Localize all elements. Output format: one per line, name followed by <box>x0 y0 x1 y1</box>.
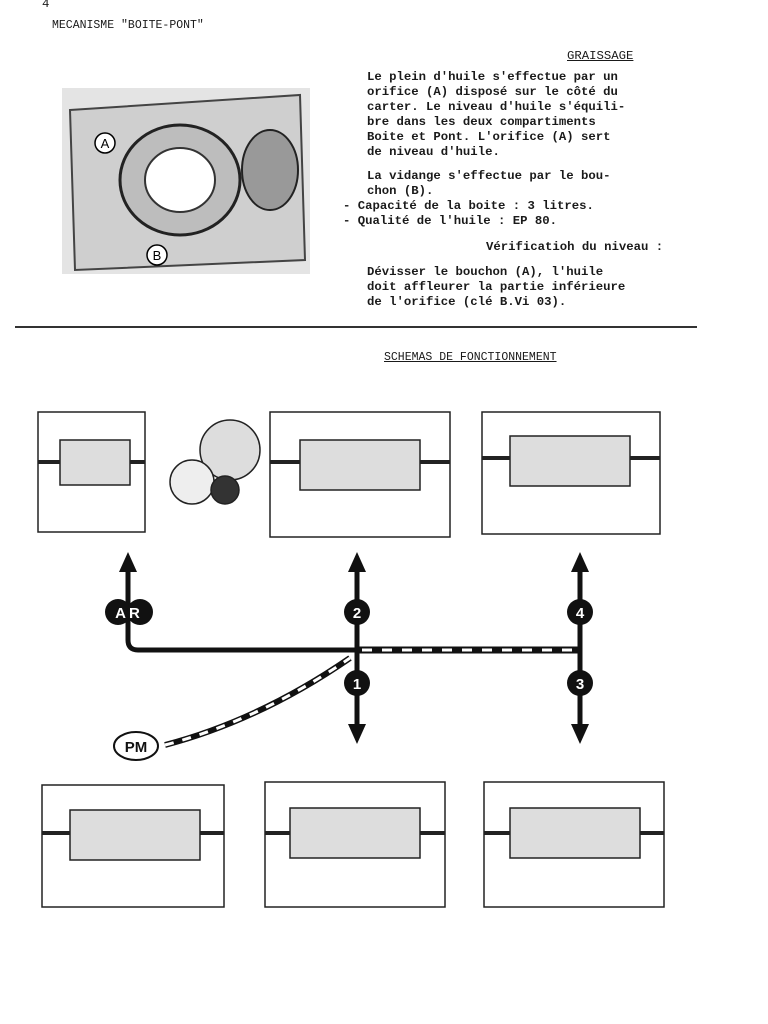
text-line: de l'orifice (clé B.Vi 03). <box>367 295 567 309</box>
text-line: La vidange s'effectue par le bou- <box>367 169 611 183</box>
label-reverse: AR <box>115 605 143 622</box>
gearbox-neutral <box>41 784 225 908</box>
gearbox-reverse <box>37 411 146 533</box>
gearbox-second <box>269 411 451 538</box>
label-gear-4: 4 <box>576 605 585 622</box>
check-heading: Vérificatioh du niveau : <box>486 240 664 254</box>
photo-label-b: B <box>153 248 162 263</box>
text-line: carter. Le niveau d'huile s'équili- <box>367 100 626 114</box>
arrow-down-icon <box>348 724 366 744</box>
arrow-heads <box>119 552 589 744</box>
gearbox-first <box>264 781 446 908</box>
neutral-marker <box>113 731 159 761</box>
text-line: bre dans les deux compartiments <box>367 115 596 129</box>
section-heading-schemas: SCHEMAS DE FONCTIONNEMENT <box>384 351 557 364</box>
text-line: Dévisser le bouchon (A), l'huile <box>367 265 604 279</box>
shift-pattern <box>125 570 583 748</box>
text-line: orifice (A) disposé sur le côté du <box>367 85 618 99</box>
text-line: Le plein d'huile s'effectue par un <box>367 70 618 84</box>
gear-mesh-icon <box>169 419 261 505</box>
bullet-capacity: - Capacité de la boite : 3 litres. <box>343 199 594 213</box>
gearbox-drawings <box>37 411 665 908</box>
arrow-up-icon <box>348 552 366 572</box>
label-neutral: PM <box>125 739 148 756</box>
text-line: chon (B). <box>367 184 434 198</box>
label-gear-1: 1 <box>353 676 361 693</box>
text-line: de niveau d'huile. <box>367 145 500 159</box>
text-line: doit affleurer la partie inférieure <box>367 280 626 294</box>
photo-label-a: A <box>101 136 110 151</box>
arrow-up-icon <box>119 552 137 572</box>
section-heading-graissage: GRAISSAGE <box>567 49 634 63</box>
arrow-up-icon <box>571 552 589 572</box>
page-number: 4 <box>42 0 50 11</box>
gearbox-fourth <box>481 411 661 535</box>
bullet-oil-quality: - Qualité de l'huile : EP 80. <box>343 214 558 228</box>
gearbox-third <box>483 781 665 908</box>
label-gear-3: 3 <box>576 676 584 693</box>
page-title: MECANISME "BOITE-PONT" <box>52 19 204 32</box>
gearbox-photo <box>62 88 310 274</box>
arrow-down-icon <box>571 724 589 744</box>
label-gear-2: 2 <box>353 605 361 622</box>
text-line: Boite et Pont. L'orifice (A) sert <box>367 130 611 144</box>
gear-markers <box>105 599 593 696</box>
